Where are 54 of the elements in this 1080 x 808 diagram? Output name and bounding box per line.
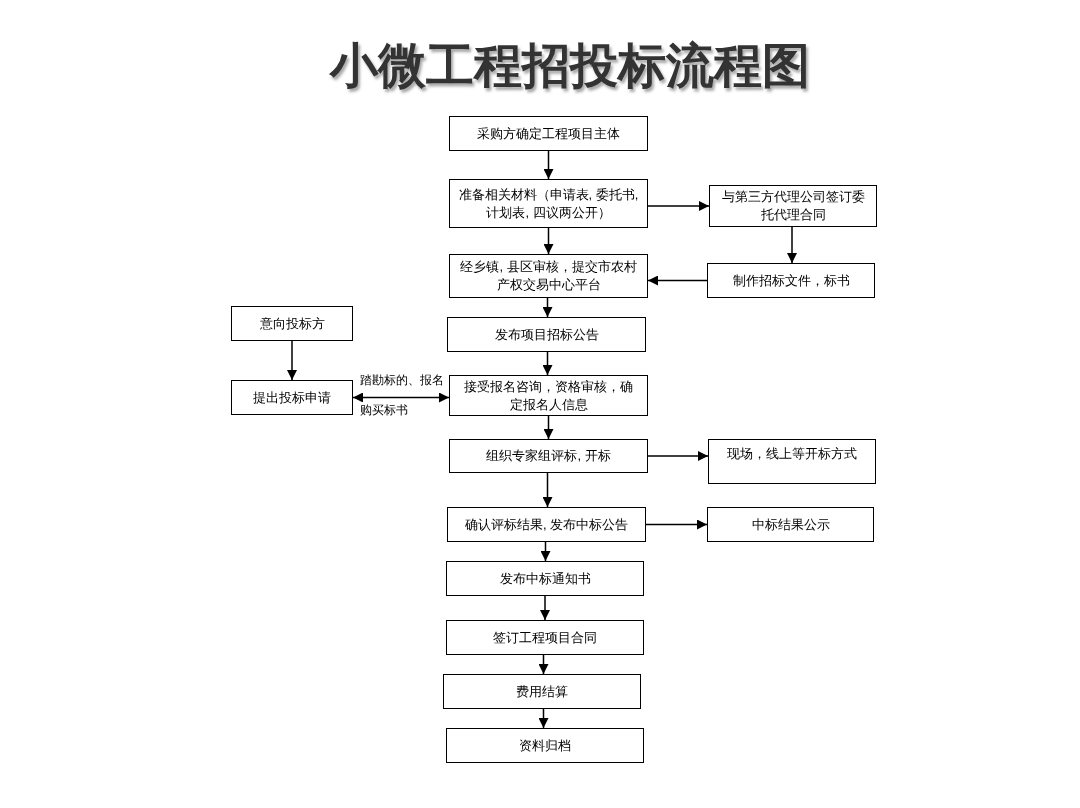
process-box xyxy=(449,116,648,151)
process-box xyxy=(446,620,644,655)
arrow xyxy=(352,392,450,403)
process-box xyxy=(707,507,874,542)
diagram-title: 小微工程招投标流程图 xyxy=(328,38,811,94)
box-label: 发布中标通知书 xyxy=(499,569,591,588)
arrow xyxy=(542,472,553,508)
box-label: 接受报名咨询，资格审核，确定报名人信息 xyxy=(463,377,634,414)
arrow xyxy=(287,340,297,381)
box-label: 准备相关材料（申请表, 委托书, 计划表, 四议两公开） xyxy=(458,185,639,222)
process-box xyxy=(443,674,641,709)
arrow xyxy=(542,351,553,376)
arrow xyxy=(543,415,554,440)
arrow xyxy=(538,654,549,675)
process-box xyxy=(447,317,646,352)
process-box xyxy=(709,185,877,227)
arrow xyxy=(647,201,710,211)
box-label: 现场，线上等开标方式 xyxy=(727,445,857,463)
box-label: 制作招标文件，标书 xyxy=(732,271,850,290)
box-label: 发布项目招标公告 xyxy=(494,325,599,344)
arrow xyxy=(540,595,550,621)
box-label: 签订工程项目合同 xyxy=(493,628,597,647)
arrow xyxy=(542,297,553,318)
box-label: 提出投标申请 xyxy=(253,388,331,407)
process-box xyxy=(231,306,353,341)
process-box xyxy=(449,375,648,416)
process-box xyxy=(449,254,648,298)
arrow xyxy=(647,275,708,286)
box-label: 资料归档 xyxy=(519,736,571,755)
box-label: 组织专家组评标, 开标 xyxy=(486,447,611,465)
box-label: 确认评标结果, 发布中标公告 xyxy=(464,515,629,534)
box-label: 费用结算 xyxy=(516,682,568,701)
box-label: 中标结果公示 xyxy=(751,515,830,534)
process-box xyxy=(707,263,875,298)
process-box xyxy=(708,439,876,484)
process-box xyxy=(446,728,644,763)
box-label: 经乡镇, 县区审核，提交市农村产权交易中心平台 xyxy=(459,258,638,294)
process-box xyxy=(449,439,648,473)
arrow xyxy=(540,541,551,562)
box-label: 采购方确定工程项目主体 xyxy=(477,124,620,143)
arrow xyxy=(647,451,709,461)
box-label: 与第三方代理公司签订委托代理合同 xyxy=(720,188,866,224)
arrow xyxy=(543,227,554,255)
process-box xyxy=(446,561,644,596)
arrow xyxy=(538,708,549,729)
process-box xyxy=(231,380,353,415)
process-box xyxy=(447,507,646,542)
arrow xyxy=(645,519,708,530)
arrow xyxy=(787,226,797,264)
arrow xyxy=(543,150,554,180)
process-box xyxy=(449,179,648,228)
note-label: 购买标书 xyxy=(360,402,408,418)
box-label: 意向投标方 xyxy=(259,314,325,333)
edge-label: 踏勘标的、报名 xyxy=(360,372,444,388)
